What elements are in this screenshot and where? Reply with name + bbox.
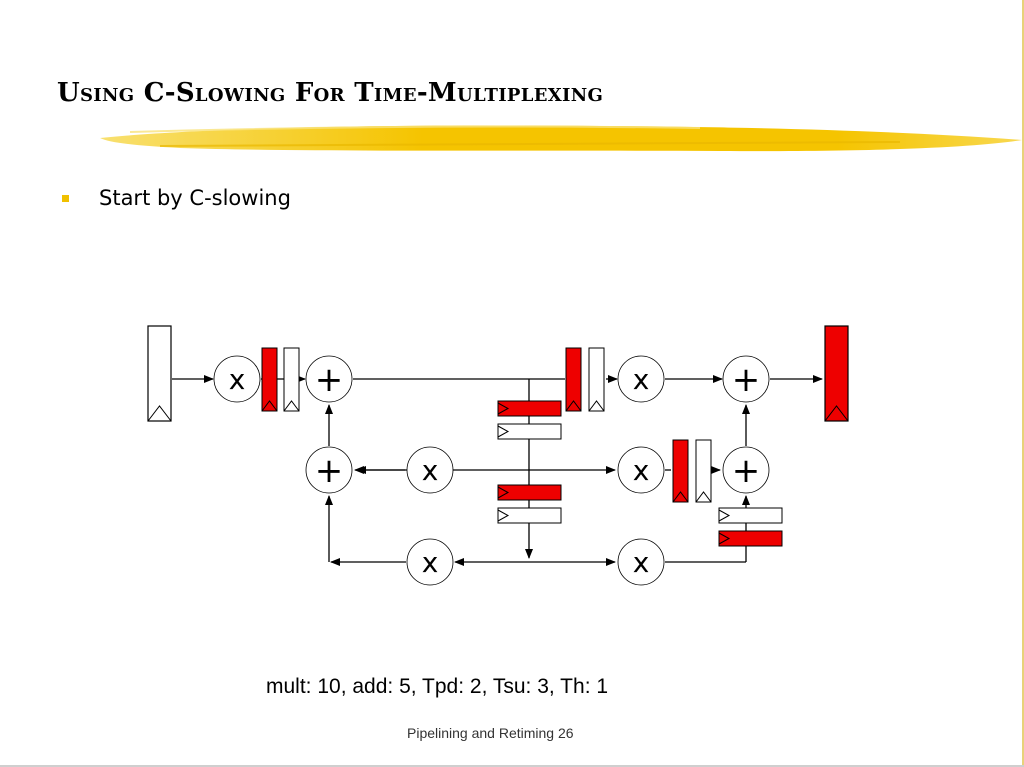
mult-label: x <box>633 546 650 579</box>
add-label: + <box>732 451 761 491</box>
slide-right-edge <box>1022 0 1024 767</box>
register-empty-1 <box>283 347 300 412</box>
slide-bottom-edge <box>0 765 1024 767</box>
add-label: + <box>315 360 344 400</box>
add-node-top-right: + <box>722 355 770 403</box>
register-empty-2 <box>588 347 605 412</box>
register-filled-horizontal-1 <box>497 400 562 417</box>
mult-node-bottom-right: x <box>617 538 665 586</box>
mult-node-mid-left: x <box>406 446 454 494</box>
mult-node-mid-right: x <box>617 446 665 494</box>
register-empty-horizontal-2 <box>497 507 562 524</box>
register-empty-horizontal-3 <box>718 507 783 524</box>
add-node-mid-left: + <box>305 446 353 494</box>
add-label: + <box>315 451 344 491</box>
input-register <box>147 325 172 422</box>
register-filled-1 <box>261 347 278 412</box>
register-filled-horizontal-3 <box>718 530 783 547</box>
output-register <box>824 325 849 422</box>
bullet-square-icon <box>62 194 69 202</box>
registers <box>147 325 849 547</box>
slide-title: Using C-Slowing For Time-Multiplexing <box>57 78 604 108</box>
register-empty-horizontal-1 <box>497 423 562 440</box>
mult-label: x <box>422 454 439 487</box>
register-filled-horizontal-2 <box>497 484 562 501</box>
add-label: + <box>732 360 761 400</box>
add-node-top-left: + <box>305 355 353 403</box>
mult-label: x <box>633 454 650 487</box>
bullet-text: Start by C-slowing <box>99 186 291 210</box>
mult-label: x <box>229 363 246 396</box>
title-highlight-stroke <box>100 125 1022 152</box>
mult-label: x <box>422 546 439 579</box>
bullet-item: Start by C-slowing <box>62 186 291 210</box>
mult-node-top-right: x <box>617 355 665 403</box>
register-filled-3 <box>672 439 689 503</box>
slide-footer: Pipelining and Retiming 26 <box>407 725 574 741</box>
register-filled-2 <box>565 347 582 412</box>
register-empty-3 <box>695 439 712 503</box>
operator-nodes: x + x + + x x + <box>213 355 770 586</box>
mult-node-bottom-left: x <box>406 538 454 586</box>
mult-label: x <box>633 363 650 396</box>
add-node-mid-right: + <box>722 446 770 494</box>
mult-node-top-left: x <box>213 355 261 403</box>
timing-parameters-caption: mult: 10, add: 5, Tpd: 2, Tsu: 3, Th: 1 <box>266 675 609 698</box>
